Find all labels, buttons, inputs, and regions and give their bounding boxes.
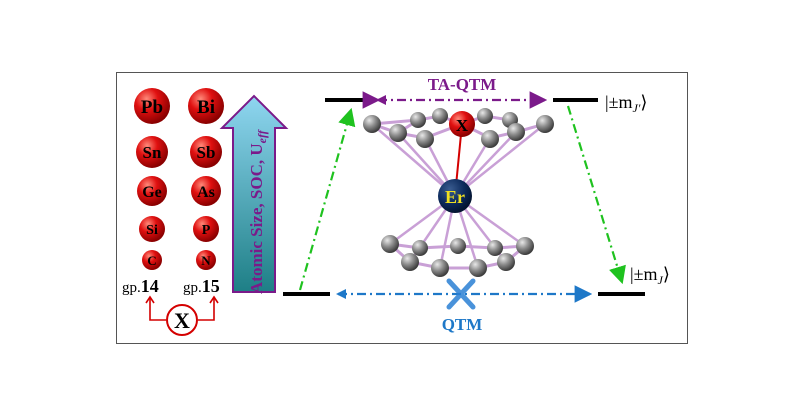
atom-bi-label: Bi bbox=[197, 97, 215, 118]
atom-c: C bbox=[142, 250, 162, 270]
atom-p-label: P bbox=[202, 223, 211, 238]
qtm-label: QTM bbox=[442, 315, 483, 334]
ring-x-atom-label: X bbox=[456, 116, 469, 135]
atom-pb: Pb bbox=[134, 88, 170, 124]
atom-sb: Sb bbox=[190, 136, 222, 168]
qtm-arrow bbox=[336, 285, 593, 303]
atom-n: N bbox=[196, 250, 216, 270]
atom-as: As bbox=[191, 176, 221, 206]
top-ring-atoms bbox=[363, 108, 554, 148]
bottom-ring-atoms bbox=[381, 235, 534, 277]
er-atom: Er bbox=[438, 179, 472, 213]
atom-ge: Ge bbox=[137, 176, 167, 206]
x-circle-label: X bbox=[174, 308, 190, 333]
ta-qtm-label: TA-QTM bbox=[428, 75, 497, 94]
x-substituent-connector: X bbox=[145, 295, 219, 336]
molecule: X Er bbox=[363, 108, 554, 277]
group15-label: gp.15 bbox=[183, 276, 220, 296]
atom-si: Si bbox=[139, 216, 165, 242]
group15-column: Bi Sb As P N bbox=[188, 88, 224, 270]
group14-label: gp.14 bbox=[122, 276, 159, 296]
atom-sb-label: Sb bbox=[197, 143, 216, 162]
atom-si-label: Si bbox=[146, 223, 158, 238]
atom-ge-label: Ge bbox=[142, 184, 162, 201]
ring-x-atom: X bbox=[449, 111, 475, 137]
figure-frame bbox=[116, 72, 688, 344]
atom-bi: Bi bbox=[188, 88, 224, 124]
green-excitation-arrow bbox=[298, 107, 356, 291]
atom-sn: Sn bbox=[136, 136, 168, 168]
ta-qtm-arrow bbox=[362, 91, 548, 109]
lower-level-label: |±mJ⟩ bbox=[630, 264, 670, 287]
trend-arrow-label: Atomic Size, SOC, Ueff bbox=[247, 129, 269, 294]
atom-n-label: N bbox=[201, 253, 211, 268]
upper-level-label: |±mJ'⟩ bbox=[605, 92, 647, 115]
atom-p: P bbox=[193, 216, 219, 242]
er-atom-label: Er bbox=[445, 187, 465, 207]
atom-as-label: As bbox=[197, 184, 215, 201]
green-relaxation-arrow bbox=[566, 105, 626, 285]
group14-column: Pb Sn Ge Si C bbox=[134, 88, 170, 270]
qtm-blocked-cross-icon bbox=[446, 278, 476, 310]
atom-pb-label: Pb bbox=[141, 97, 163, 118]
trend-arrow: Atomic Size, SOC, Ueff bbox=[219, 94, 289, 294]
atom-c-label: C bbox=[147, 253, 156, 268]
atom-sn-label: Sn bbox=[143, 143, 162, 162]
x-circle bbox=[166, 304, 198, 336]
